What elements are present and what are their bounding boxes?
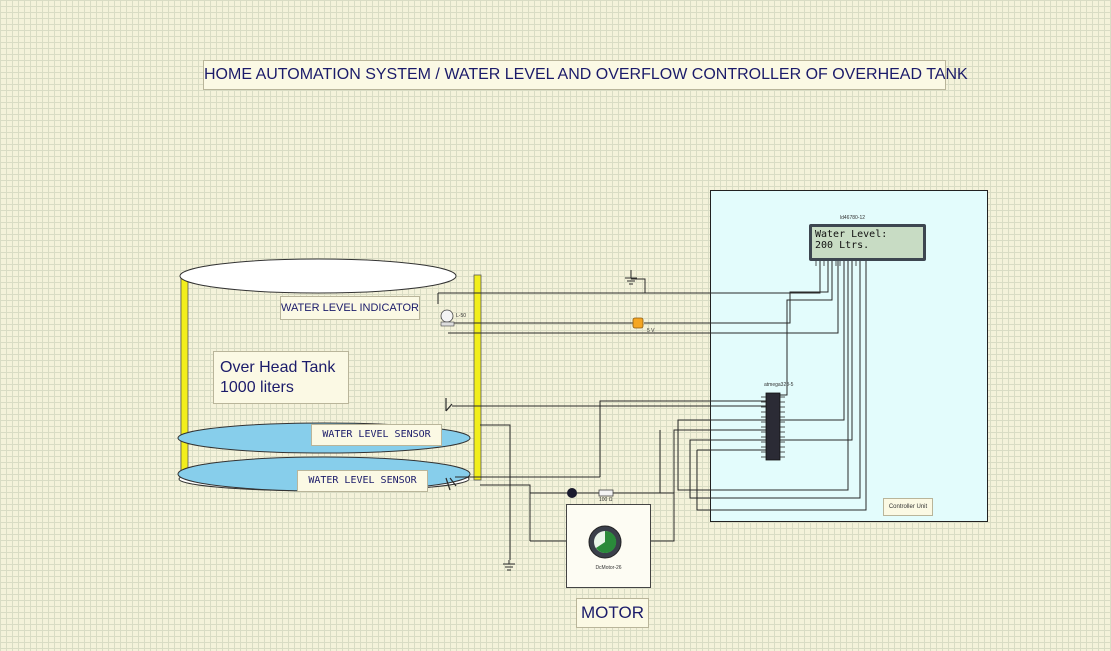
tank-name-label: Over Head Tank 1000 liters — [213, 351, 349, 404]
level-switches — [445, 398, 457, 491]
lcd-display[interactable]: Water Level:200 Ltrs. — [809, 224, 926, 261]
water-level-sensor-label-upper: WATER LEVEL SENSOR — [311, 424, 442, 446]
supply-icon — [632, 317, 644, 329]
motor-module[interactable] — [566, 504, 651, 588]
controller-unit-label: Controller Unit — [883, 498, 933, 516]
water-level-indicator-label: WATER LEVEL INDICATOR — [280, 296, 420, 320]
tank-name-line-2: 1000 liters — [220, 379, 294, 396]
junction-dot — [567, 488, 577, 498]
wiring — [437, 260, 867, 560]
lcd-part-label: ld46780-12 — [840, 215, 866, 221]
tank-left-post — [180, 274, 189, 481]
mcu-part-label: atmega328-5 — [764, 382, 794, 388]
lcd-line-1: Water Level: — [815, 229, 888, 240]
resistor-icon — [598, 489, 614, 497]
lcd-line-2: 200 Ltrs. — [815, 240, 870, 251]
tank-right-post — [473, 274, 482, 481]
motor-part-label: DcMotor-26 — [595, 565, 622, 571]
lcd-pins — [815, 261, 861, 266]
dc-motor-icon — [588, 525, 622, 559]
tank-lid — [179, 258, 457, 294]
supply-label: 5 V — [647, 328, 655, 334]
tank-name-line-1: Over Head Tank — [220, 359, 336, 376]
ground-symbols — [503, 270, 637, 571]
mcu-chip — [765, 392, 781, 461]
bulb-icon — [440, 309, 454, 323]
page-title: HOME AUTOMATION SYSTEM / WATER LEVEL AND… — [203, 60, 968, 90]
lcd-screen: Water Level:200 Ltrs. — [812, 227, 923, 258]
bulb-label: L-50 — [456, 313, 467, 319]
mcu-pins — [761, 396, 785, 458]
resistor-label: 100 Ω — [599, 497, 613, 503]
motor-label: MOTOR — [576, 598, 649, 628]
water-level-sensor-label-lower: WATER LEVEL SENSOR — [297, 470, 428, 492]
